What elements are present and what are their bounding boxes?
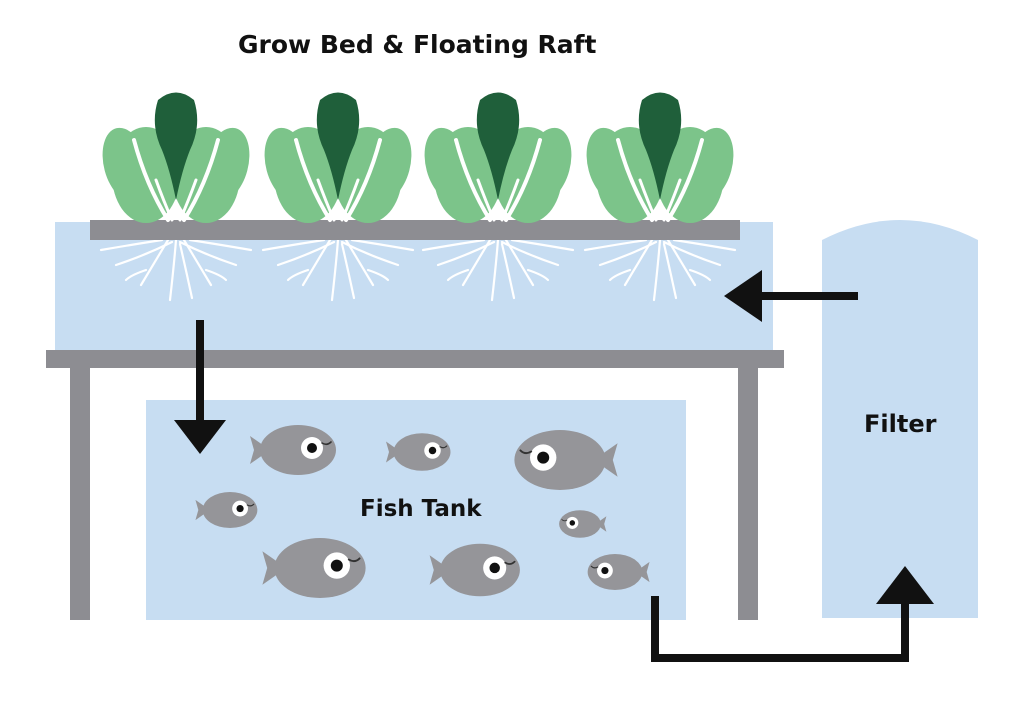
filter-label: Filter <box>864 410 937 438</box>
flow-arrows <box>174 270 934 662</box>
lettuce-plants <box>92 90 744 225</box>
grow-bed <box>55 222 773 350</box>
arrow-tank-to-filter <box>651 590 909 662</box>
fish-tank-label: Fish Tank <box>360 496 482 522</box>
diagram-title: Grow Bed & Floating Raft <box>238 30 597 59</box>
floating-raft <box>90 220 740 240</box>
filter-tank <box>822 220 978 618</box>
table-frame <box>46 350 784 620</box>
